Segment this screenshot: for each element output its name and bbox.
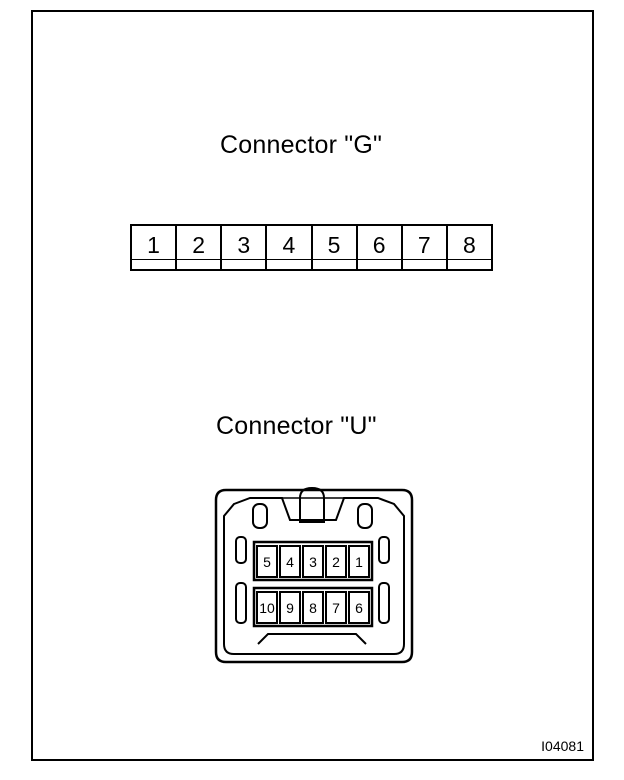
connector-u-pin: 10 bbox=[256, 591, 278, 624]
connector-u-side-slot bbox=[235, 582, 247, 624]
connector-g-pin: 4 bbox=[267, 226, 313, 269]
connector-u-side-slot bbox=[235, 536, 247, 564]
figure-code: I04081 bbox=[541, 738, 584, 754]
connector-u-bottom-key bbox=[257, 633, 367, 645]
connector-u-pin: 4 bbox=[279, 545, 301, 578]
connector-u-guide-slot bbox=[252, 503, 268, 529]
connector-u-pin: 6 bbox=[348, 591, 370, 624]
connector-u-row1-block bbox=[252, 540, 374, 582]
connector-u-row2-block bbox=[252, 586, 374, 628]
connector-g-pin: 5 bbox=[312, 226, 358, 269]
connector-u-side-slot bbox=[378, 582, 390, 624]
connector-u-pin: 7 bbox=[325, 591, 347, 624]
connector-u-guide-slot bbox=[357, 503, 373, 529]
connector-u-pin: 1 bbox=[348, 545, 370, 578]
connector-u-outer-shell bbox=[214, 488, 414, 664]
connector-u-inner-shell bbox=[223, 497, 405, 655]
connector-u-pin: 2 bbox=[325, 545, 347, 578]
connector-u-side-slot bbox=[378, 536, 390, 564]
connector-g: 1 2 3 4 5 6 7 8 bbox=[130, 224, 493, 271]
connector-u-lock-tab bbox=[299, 486, 325, 523]
diagram-frame bbox=[31, 10, 594, 761]
connector-g-pin: 6 bbox=[357, 226, 403, 269]
connector-g-pin: 1 bbox=[132, 226, 178, 269]
connector-u-pin: 5 bbox=[256, 545, 278, 578]
connector-g-pin: 8 bbox=[447, 226, 492, 269]
connector-u-pin: 8 bbox=[302, 591, 324, 624]
connector-g-title: Connector "G" bbox=[220, 131, 383, 159]
connector-g-pin: 3 bbox=[222, 226, 268, 269]
connector-u-pin: 3 bbox=[302, 545, 324, 578]
connector-u-title: Connector "U" bbox=[216, 412, 377, 440]
connector-u-pin: 9 bbox=[279, 591, 301, 624]
connector-g-pin: 2 bbox=[177, 226, 223, 269]
connector-g-pin: 7 bbox=[402, 226, 448, 269]
